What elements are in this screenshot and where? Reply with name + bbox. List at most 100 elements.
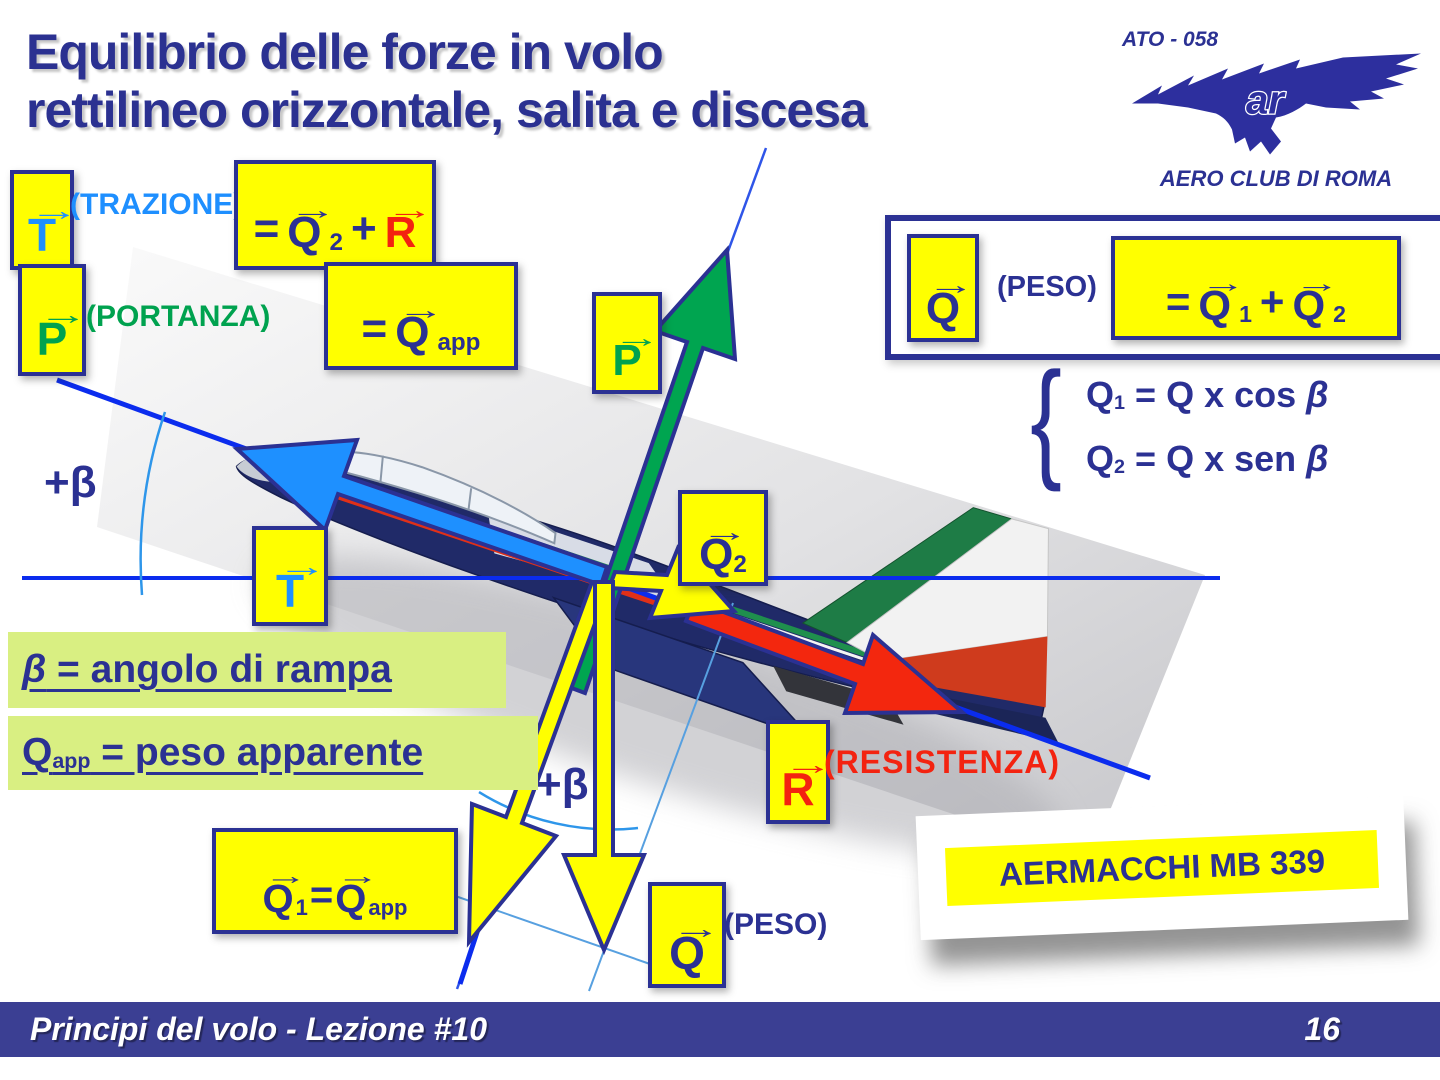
q1-lhs: Q	[1086, 374, 1115, 415]
page-title: Equilibrio delle forze in volo rettiline…	[26, 24, 1136, 139]
vector-arrow-icon: →	[263, 863, 308, 891]
vector-arrow-icon: →	[1293, 268, 1340, 298]
aircraft-shadow	[259, 555, 1061, 855]
thrust-arrow	[232, 437, 610, 588]
q1-term-sub: 1	[1239, 301, 1252, 328]
q1-rhs: = Q x cos	[1135, 374, 1307, 415]
qapp-term: Q	[395, 308, 430, 358]
vector-arrow-icon: →	[927, 269, 975, 301]
drag-symbol-box: →R	[766, 720, 833, 824]
vector-arrow-icon: →	[1199, 268, 1246, 298]
r-term: R	[384, 208, 417, 258]
vector-arrow-icon: →	[613, 321, 662, 353]
thrust-symbol-box: →T	[10, 170, 79, 270]
plus-sign: +	[1259, 277, 1285, 325]
vector-arrow-icon: →	[336, 863, 380, 891]
footer-page-number: 16	[1304, 1011, 1340, 1047]
vector-arrow-icon: →	[396, 293, 445, 325]
weight-name: (PESO)	[724, 908, 828, 941]
equals-sign: =	[253, 204, 280, 253]
beta-symbol: β	[1306, 438, 1329, 479]
rampa-definition: β = angolo di rampa	[8, 632, 506, 708]
logo-monogram: ar	[1246, 79, 1286, 123]
q2-lhs: Q	[1086, 438, 1115, 479]
equals-sign: =	[1165, 277, 1191, 325]
equals-sign: =	[361, 304, 388, 353]
thrust-arrow-label: →T	[252, 526, 328, 626]
q2-term: Q	[1292, 281, 1326, 329]
drag-name: (RESISTENZA)	[824, 744, 1060, 780]
vector-arrow-icon: →	[29, 195, 79, 228]
vector-arrow-icon: →	[37, 299, 88, 332]
weight-letter: Q	[669, 927, 705, 980]
logo-ato-code: ATO - 058	[1122, 28, 1219, 51]
beta-symbol: β	[22, 648, 47, 691]
qapp-symbol-sub: app	[52, 748, 91, 773]
qapp-symbol: Q	[22, 731, 53, 774]
q2-letter: Q	[699, 530, 734, 580]
q2-term-sub: 2	[1333, 301, 1346, 328]
drag-arrow	[683, 598, 968, 716]
footer-lesson: Principi del volo - Lezione #10	[30, 1011, 487, 1047]
plus-sign: +	[350, 204, 377, 253]
vector-arrow-icon: →	[277, 551, 327, 584]
equation-q2-sen: Q2 = Q x sen β	[1086, 438, 1386, 480]
vector-arrow-icon: →	[385, 193, 434, 225]
lift-name: (PORTANZA)	[86, 300, 271, 333]
q1-lhs-sub: 1	[1114, 392, 1126, 415]
q2-term: Q	[287, 208, 322, 258]
q1-sub: 1	[295, 894, 308, 920]
qapp-term-sub: app	[437, 328, 481, 356]
weight-letter: Q	[925, 283, 961, 333]
system-brace: {	[1030, 345, 1062, 492]
equation-q1-cos: Q1 = Q x cos β	[1086, 374, 1386, 416]
vector-arrow-icon: →	[288, 193, 337, 225]
aeroclub-eagle-icon: ar	[1132, 53, 1421, 155]
qapp-letter: Q	[335, 877, 367, 921]
weight-arrow-label: →Q	[648, 882, 726, 988]
q1-letter: Q	[262, 877, 294, 921]
lift-symbol-box: →P	[18, 264, 88, 376]
angle-arc-left	[139, 411, 167, 596]
title-line1: Equilibrio delle forze in volo	[26, 24, 664, 80]
lift-arrow-label: →P	[592, 292, 662, 394]
drag-letter: R	[781, 763, 815, 816]
vector-arrow-icon: →	[782, 749, 833, 782]
peso-apparente-definition: Qapp = peso apparente	[8, 716, 538, 790]
angle-arc-bottom	[478, 790, 639, 831]
thrust-name: (TRAZIONE)	[70, 188, 244, 221]
weight-symbol-box: →Q	[907, 233, 979, 342]
vector-arrow-icon: →	[670, 913, 721, 946]
q1-term: Q	[1198, 281, 1232, 329]
weight-arrow	[560, 580, 648, 956]
aircraft-caption: AERMACCHI MB 339	[944, 829, 1380, 907]
climb-angle-label-left: +β	[44, 458, 97, 507]
rampa-text: = angolo di rampa	[46, 648, 392, 691]
aircraft-caption-card: AERMACCHI MB 339	[915, 795, 1409, 941]
lift-letter: P	[36, 313, 68, 366]
thrust-letter: T	[275, 565, 305, 618]
climb-angle-label-bottom: +β	[536, 760, 589, 809]
q2-sub: 2	[733, 550, 747, 578]
logo-club-name: AERO CLUB DI ROMA	[1159, 166, 1393, 191]
q2-lhs-sub: 2	[1114, 456, 1126, 479]
weight-name: (PESO)	[997, 271, 1097, 303]
vector-arrow-icon: →	[700, 515, 749, 547]
title-line2: rettilineo orizzontale, salita e discesa	[26, 81, 868, 138]
q2-term-sub: 2	[329, 228, 343, 256]
q2-rhs: = Q x sen	[1135, 438, 1307, 479]
beta-symbol: β	[1306, 374, 1329, 415]
thrust-letter: T	[27, 209, 57, 262]
equals-sign: =	[309, 873, 334, 917]
weight-q2-arrow	[606, 544, 739, 621]
peso-apparente-text: = peso apparente	[90, 731, 424, 774]
lift-letter: P	[612, 336, 642, 386]
